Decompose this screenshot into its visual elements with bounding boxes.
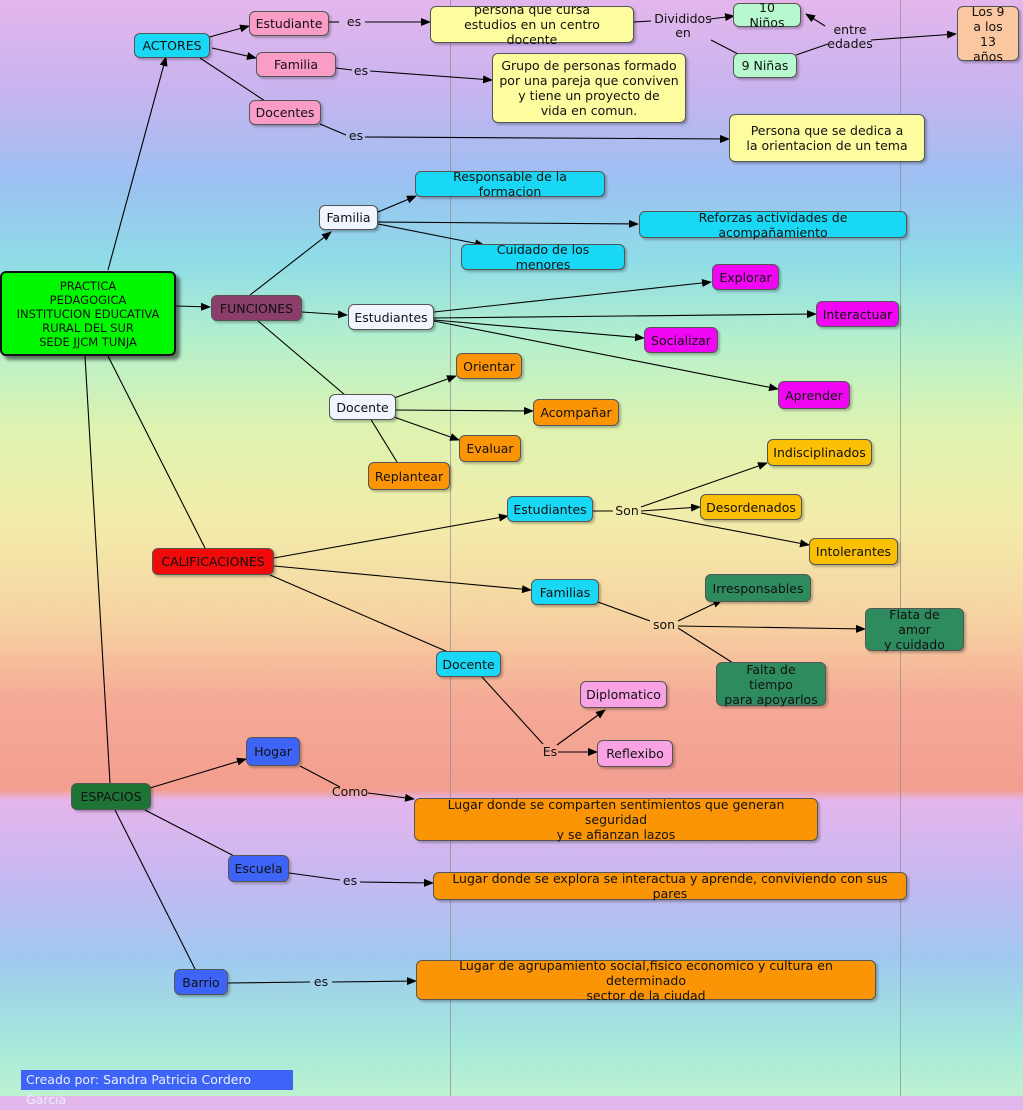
- explorar-node[interactable]: Explorar: [712, 264, 779, 290]
- docentes-node[interactable]: Docentes: [249, 100, 321, 125]
- estudiantes-son-link-label: Son: [615, 503, 639, 518]
- irresponsables-node[interactable]: Irresponsables: [705, 574, 811, 602]
- main-topic-node[interactable]: PRACTICA PEDAGOGICA INSTITUCION EDUCATIV…: [0, 271, 176, 356]
- estudiante-definition[interactable]: persona que cursa estudios en un centro …: [430, 2, 634, 47]
- hogar-como-link-label: Como: [331, 784, 369, 799]
- hogar-definition[interactable]: Lugar donde se comparten sentimientos qu…: [414, 797, 818, 842]
- calificaciones-node[interactable]: CALIFICACIONES: [152, 548, 274, 575]
- diplomatico-node[interactable]: Diplomatico: [580, 681, 667, 708]
- docentes-link-label: es: [348, 128, 364, 143]
- actores-node[interactable]: ACTORES: [134, 33, 210, 58]
- vertical-guide-left: [450, 0, 451, 1096]
- indisciplinados-node[interactable]: Indisciplinados: [767, 439, 872, 466]
- ninas-node[interactable]: 9 Niñas: [733, 53, 797, 78]
- divididos-link-label: Divididos en: [654, 11, 712, 40]
- vertical-guide-right: [900, 0, 901, 1096]
- familia-definition[interactable]: Grupo de personas formado por una pareja…: [492, 53, 686, 123]
- funciones-estudiantes-node[interactable]: Estudiantes: [348, 304, 434, 330]
- espacios-node[interactable]: ESPACIOS: [71, 783, 151, 810]
- desordenados-node[interactable]: Desordenados: [700, 494, 802, 520]
- reforzas-actividades-node[interactable]: Reforzas actividades de acompañamiento: [639, 210, 907, 240]
- hogar-node[interactable]: Hogar: [246, 737, 300, 766]
- aprender-node[interactable]: Aprender: [778, 381, 850, 409]
- socializar-node[interactable]: Socializar: [644, 327, 718, 353]
- orientar-node[interactable]: Orientar: [456, 353, 522, 379]
- escuela-es-link-label: es: [342, 873, 358, 888]
- funciones-familia-node[interactable]: Familia: [319, 205, 378, 230]
- entre-edades-link-label: entre edades: [827, 22, 873, 51]
- familia-link-label: es: [353, 63, 369, 78]
- funciones-docente-node[interactable]: Docente: [329, 394, 396, 420]
- cuidado-menores-node[interactable]: Cuidado de los menores: [461, 242, 625, 272]
- intolerantes-node[interactable]: Intolerantes: [809, 538, 898, 565]
- reflexibo-node[interactable]: Reflexibo: [597, 740, 673, 767]
- calificaciones-estudiantes-node[interactable]: Estudiantes: [507, 496, 593, 522]
- falta-tiempo-node[interactable]: Falta de tiempo para apoyarlos: [716, 662, 826, 707]
- escuela-node[interactable]: Escuela: [228, 855, 289, 882]
- estudiante-link-label: es: [346, 14, 362, 29]
- funciones-node[interactable]: FUNCIONES: [211, 295, 302, 321]
- barrio-definition[interactable]: Lugar de agrupamiento social,fisico econ…: [416, 958, 876, 1003]
- evaluar-node[interactable]: Evaluar: [459, 435, 521, 462]
- ninos-node[interactable]: 10 Niños: [733, 0, 801, 30]
- author-credit: Creado por: Sandra Patricia Cordero Garc…: [21, 1070, 293, 1107]
- calificaciones-familias-node[interactable]: Familias: [531, 579, 599, 605]
- escuela-definition[interactable]: Lugar donde se explora se interactua y a…: [433, 871, 907, 901]
- familia-actor-node[interactable]: Familia: [256, 52, 336, 77]
- edades-node[interactable]: Los 9 a los 13 años: [957, 4, 1019, 64]
- docente-es-link-label: Es: [542, 744, 558, 759]
- responsable-formacion-node[interactable]: Responsable de la formacion: [415, 169, 605, 199]
- barrio-node[interactable]: Barrio: [174, 969, 228, 995]
- barrio-es-link-label: es: [313, 974, 329, 989]
- estudiante-node[interactable]: Estudiante: [249, 11, 329, 36]
- docentes-definition[interactable]: Persona que se dedica a la orientacion d…: [729, 114, 925, 162]
- calificaciones-docente-node[interactable]: Docente: [436, 651, 501, 677]
- familias-son-link-label: son: [652, 617, 676, 632]
- interactuar-node[interactable]: Interactuar: [816, 301, 899, 327]
- replantear-node[interactable]: Replantear: [368, 462, 450, 490]
- falta-amor-node[interactable]: Flata de amor y cuidado: [865, 607, 964, 652]
- acompanar-node[interactable]: Acompañar: [533, 399, 619, 426]
